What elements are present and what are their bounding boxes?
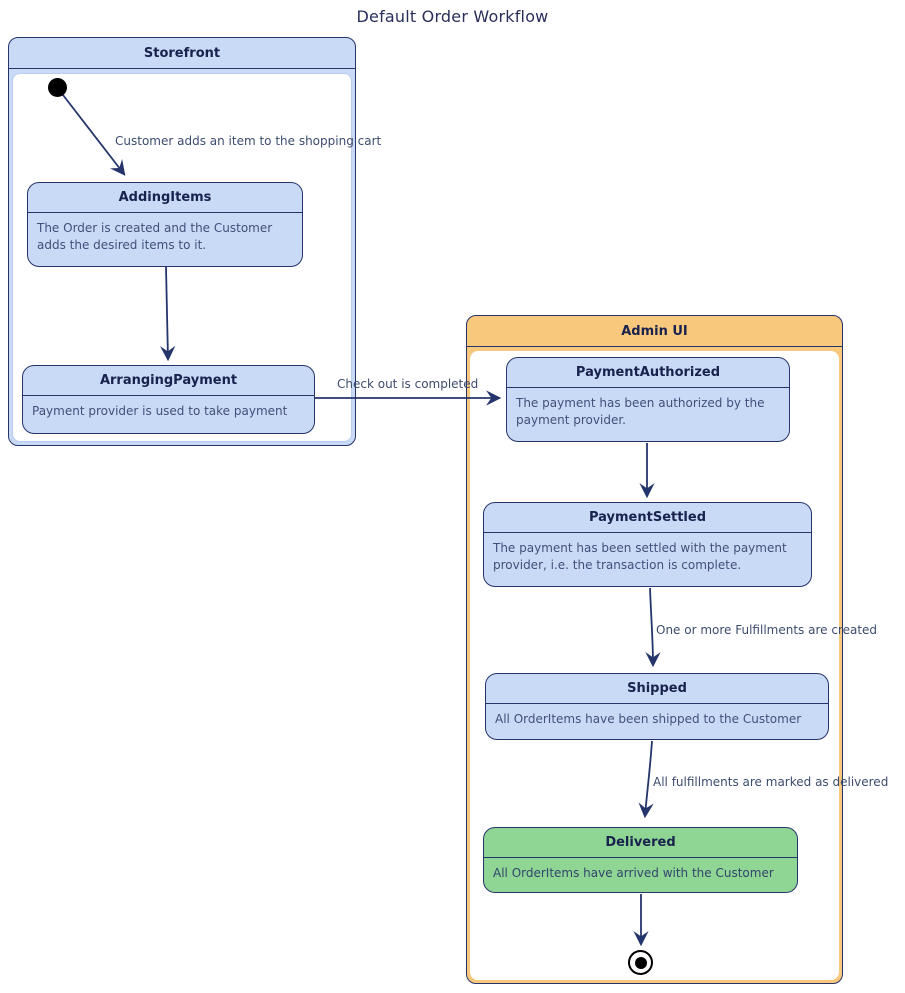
state-shipped-description: All OrderItems have been shipped to the … (495, 712, 802, 726)
initial-state-node (48, 78, 67, 97)
state-payment-settled: PaymentSettled The payment has been sett… (483, 502, 812, 587)
transition-label-add-item: Customer adds an item to the shopping ca… (115, 134, 382, 148)
state-delivered: Delivered All OrderItems have arrived wi… (483, 827, 798, 893)
state-arranging-payment-description: Payment provider is used to take payment (32, 404, 288, 418)
state-shipped: Shipped All OrderItems have been shipped… (485, 673, 829, 740)
diagram-title: Default Order Workflow (356, 7, 549, 26)
transition-label-checkout: Check out is completed (337, 377, 479, 391)
state-adding-items-description: The Order is created and the Customer ad… (37, 221, 273, 253)
state-payment-authorized-title: PaymentAuthorized (507, 358, 789, 388)
final-state-node-dot (634, 956, 647, 969)
state-delivered-description: All OrderItems have arrived with the Cus… (493, 866, 774, 880)
transition-label-marked-delivered: All fulfillments are marked as delivered (653, 775, 889, 789)
state-arranging-payment: ArrangingPayment Payment provider is use… (22, 365, 315, 434)
state-payment-settled-title: PaymentSettled (484, 503, 811, 533)
state-payment-authorized-description: The payment has been authorized by the p… (516, 396, 765, 428)
final-state-node (628, 950, 653, 975)
state-adding-items-title: AddingItems (28, 183, 302, 213)
container-storefront-title: Storefront (9, 38, 355, 69)
transition-label-fulfillments-created: One or more Fulfillments are created (656, 623, 878, 637)
state-payment-settled-description: The payment has been settled with the pa… (493, 541, 787, 573)
container-admin-ui-title: Admin UI (467, 316, 842, 347)
state-delivered-title: Delivered (484, 828, 797, 858)
state-shipped-title: Shipped (486, 674, 828, 704)
state-adding-items: AddingItems The Order is created and the… (27, 182, 303, 267)
state-payment-authorized: PaymentAuthorized The payment has been a… (506, 357, 790, 442)
state-arranging-payment-title: ArrangingPayment (23, 366, 314, 396)
